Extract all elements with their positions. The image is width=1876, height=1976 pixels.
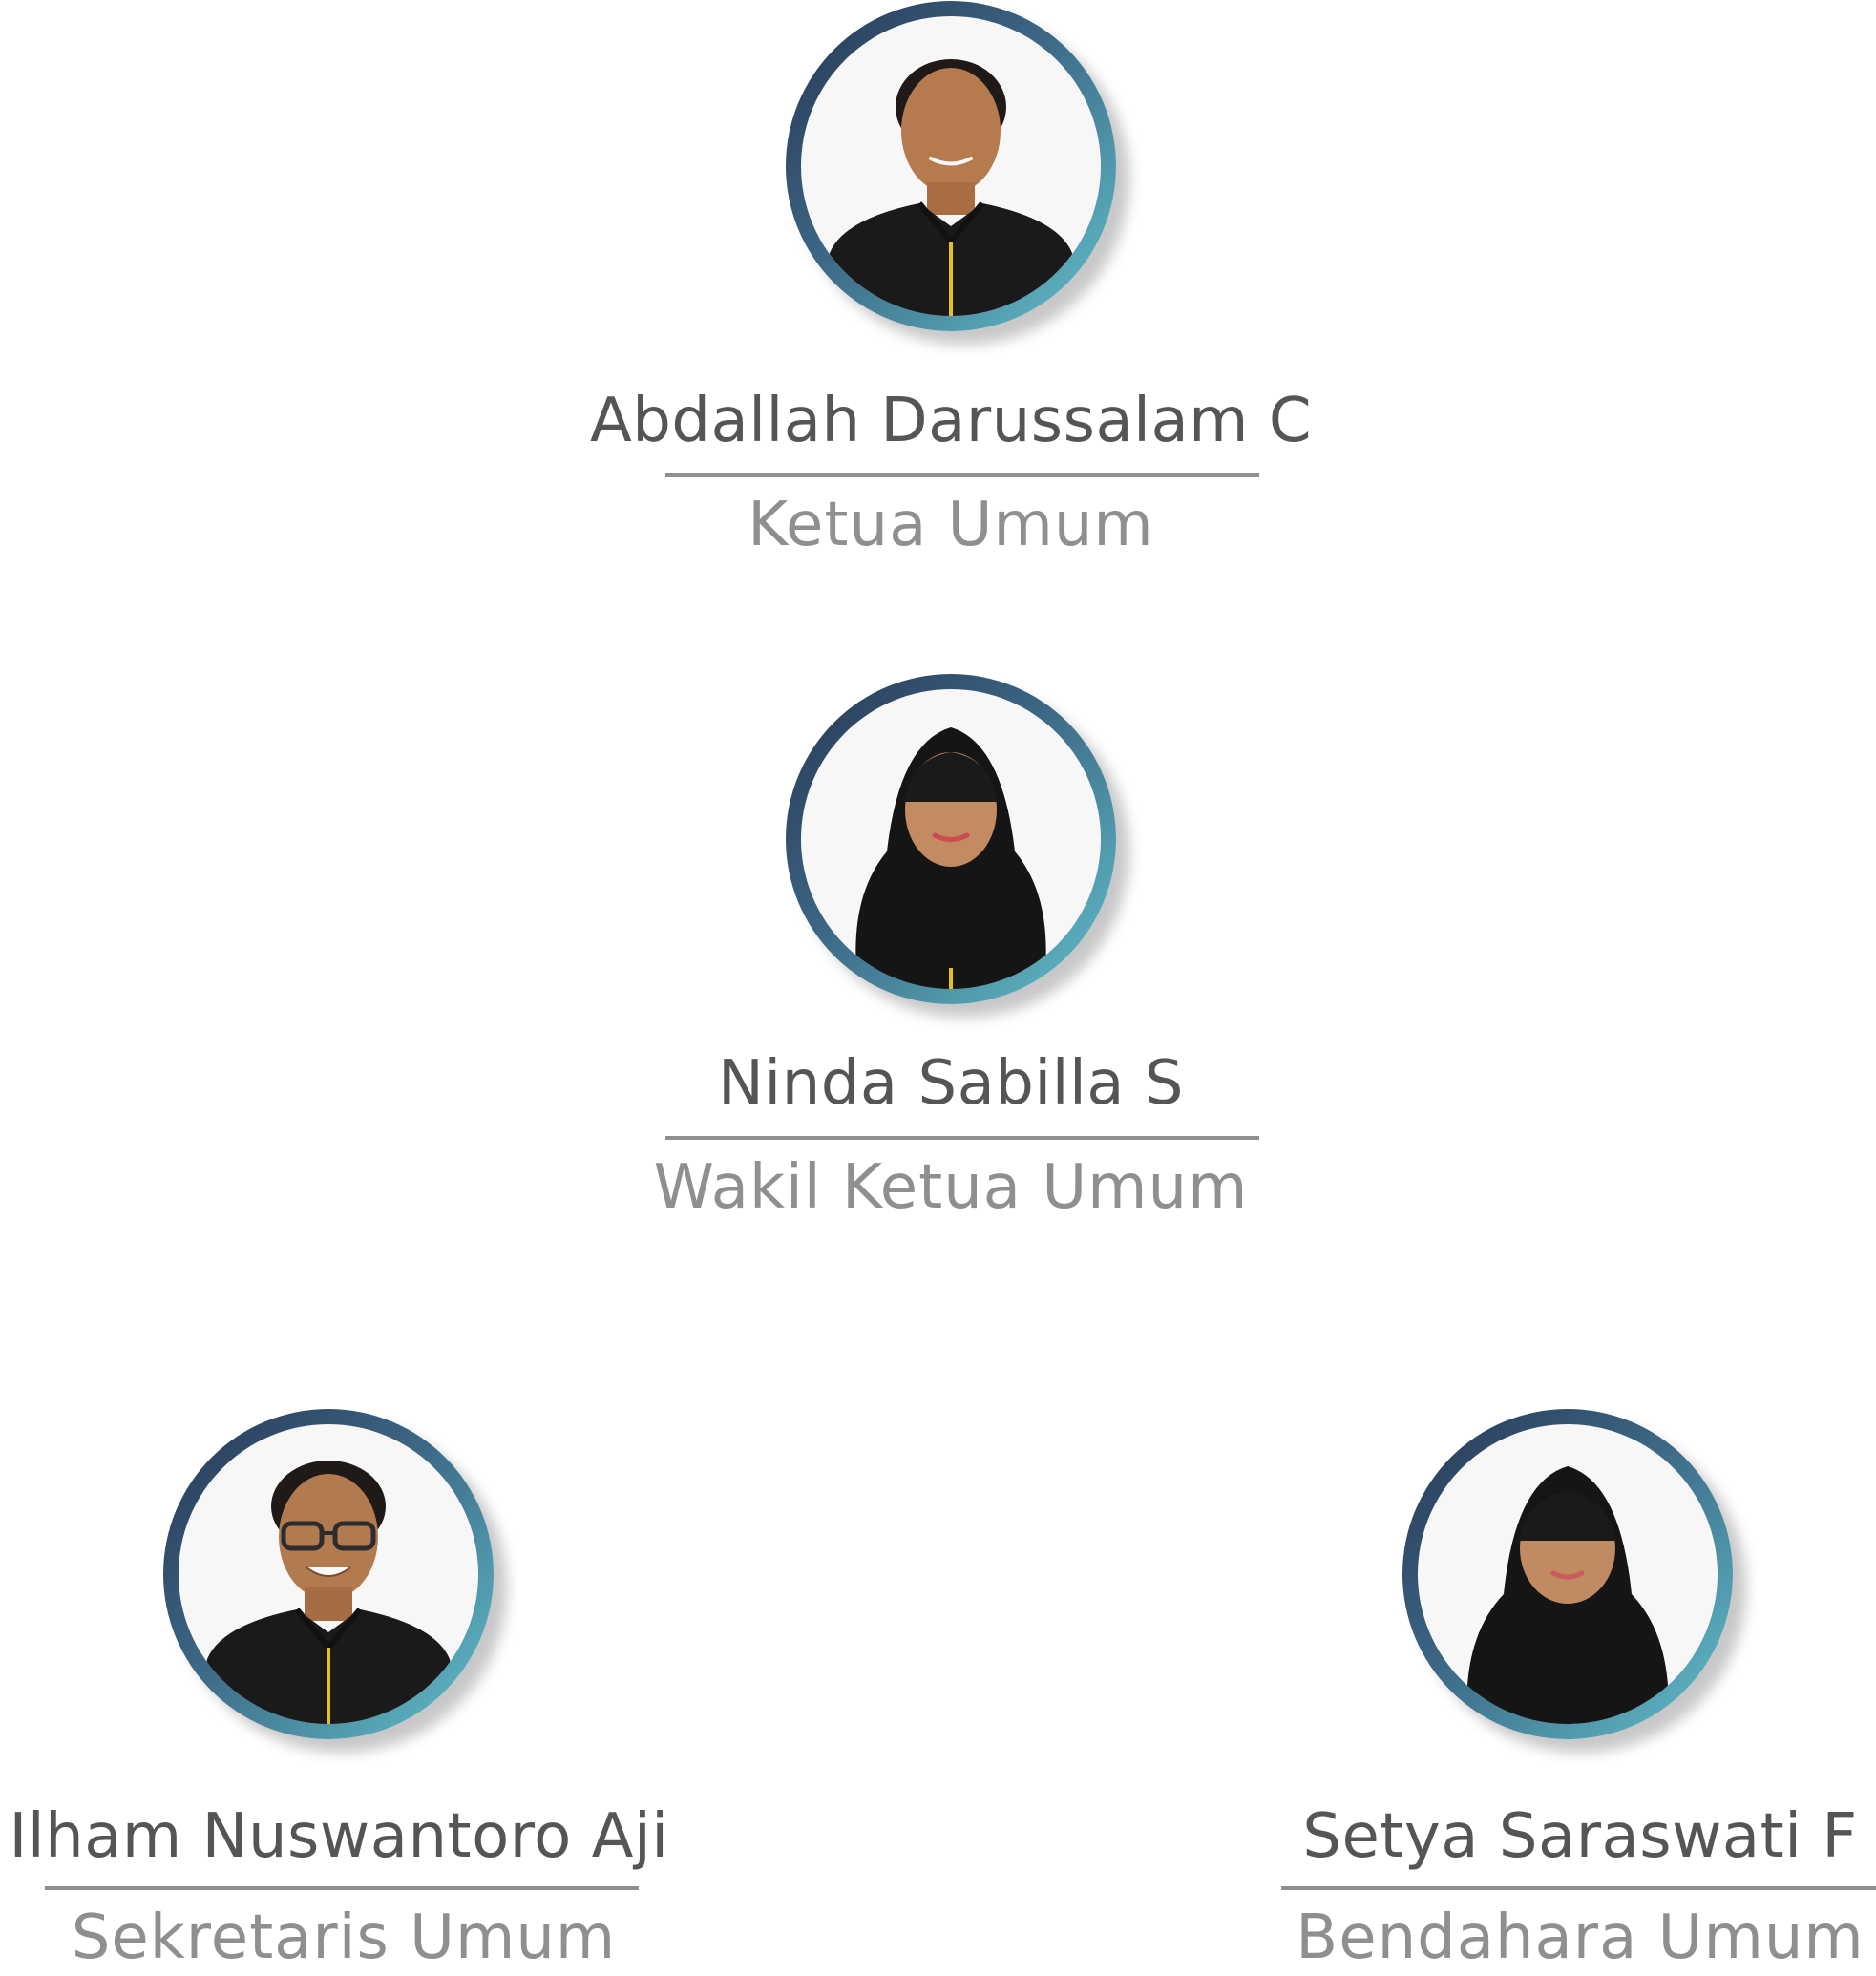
member-photo	[801, 689, 1101, 989]
person-icon	[198, 1461, 459, 1724]
avatar	[786, 1, 1116, 331]
name-divider	[665, 1136, 1259, 1140]
member-name: Ninda Sabilla S	[718, 1048, 1184, 1119]
avatar	[163, 1409, 494, 1739]
name-divider	[45, 1886, 639, 1890]
member-role: Wakil Ketua Umum	[653, 1152, 1249, 1223]
member-role: Ketua Umum	[748, 490, 1154, 560]
member-name: Ilham Nuswantoro Aji	[9, 1801, 669, 1872]
member-role: Bendahara Umum	[1296, 1902, 1865, 1973]
name-divider	[1281, 1886, 1876, 1890]
member-photo	[179, 1424, 478, 1724]
member-photo	[1418, 1424, 1718, 1724]
person-icon	[820, 59, 1082, 316]
avatar	[786, 674, 1116, 1004]
member-name: Abdallah Darussalam C	[589, 386, 1313, 456]
person-icon	[1466, 1466, 1669, 1724]
person-icon	[855, 727, 1046, 989]
member-photo	[801, 16, 1101, 316]
member-role: Sekretaris Umum	[71, 1902, 617, 1973]
avatar	[1402, 1409, 1733, 1739]
member-name: Setya Saraswati F	[1302, 1801, 1858, 1872]
name-divider	[665, 473, 1259, 477]
